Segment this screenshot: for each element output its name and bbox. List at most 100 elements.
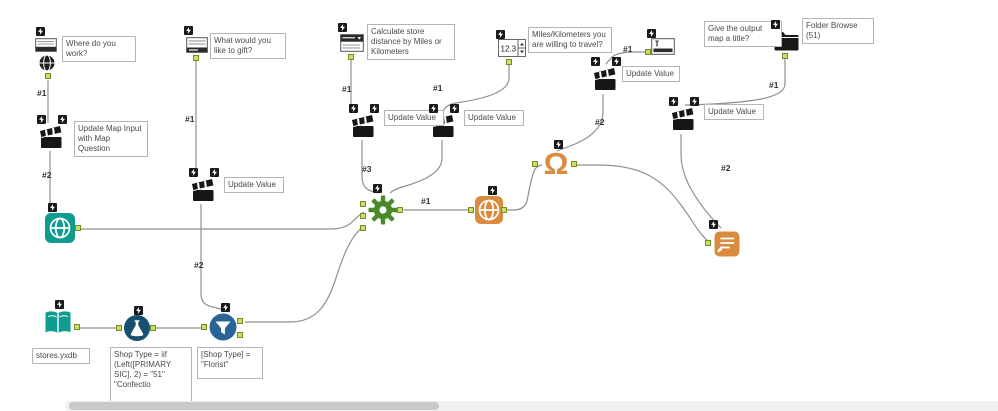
true-output-anchor[interactable] bbox=[237, 318, 243, 324]
connection-label: #2 bbox=[721, 163, 731, 173]
lightning-icon bbox=[189, 168, 198, 177]
connection-label: #2 bbox=[42, 170, 52, 180]
false-output-anchor[interactable] bbox=[237, 332, 243, 338]
question-anchor[interactable] bbox=[645, 49, 651, 55]
render-doc-icon[interactable] bbox=[712, 229, 742, 259]
annotation-title-update[interactable]: Update Value bbox=[622, 66, 680, 82]
annotation-formula[interactable]: Shop Type = iif (Left([PRIMARY SIC], 2) … bbox=[110, 347, 192, 404]
lightning-icon bbox=[221, 303, 230, 312]
annotation-title-question[interactable]: Give the output map a title? bbox=[704, 21, 782, 47]
report-map-icon[interactable] bbox=[474, 195, 504, 225]
input-anchor[interactable] bbox=[532, 161, 538, 167]
lightning-icon bbox=[349, 104, 358, 113]
annotation-travel-question[interactable]: Miles/Kilometers you are willing to trav… bbox=[528, 27, 612, 53]
wire-action-gear-b[interactable] bbox=[389, 140, 443, 194]
lightning-icon bbox=[58, 115, 67, 124]
input-anchor[interactable] bbox=[468, 207, 474, 213]
annotation-update-map-action[interactable]: Update Map Input with Map Question bbox=[74, 121, 148, 157]
annotation-gift-update[interactable]: Update Value bbox=[224, 177, 284, 193]
lightning-icon bbox=[338, 23, 347, 32]
globe-icon[interactable] bbox=[38, 54, 56, 72]
question-anchor[interactable] bbox=[45, 73, 51, 79]
annotation-input-data[interactable]: stores.yxdb bbox=[32, 348, 90, 364]
macro-gear-icon[interactable] bbox=[366, 193, 400, 227]
output-anchor[interactable] bbox=[74, 324, 80, 330]
dropdown-question-icon[interactable] bbox=[340, 34, 364, 52]
lightning-icon bbox=[554, 140, 563, 149]
connection-label: #1 bbox=[342, 84, 352, 94]
output-anchor[interactable] bbox=[150, 325, 156, 331]
annotation-distance-question[interactable]: Calculate store distance by Miles or Kil… bbox=[367, 24, 455, 60]
output-anchor[interactable] bbox=[571, 161, 577, 167]
input-anchor[interactable] bbox=[116, 325, 122, 331]
map-input-tool-icon[interactable] bbox=[44, 212, 76, 244]
output-update-action-icon[interactable] bbox=[670, 106, 696, 132]
annotation-distance-update[interactable]: Update Value bbox=[384, 110, 444, 126]
wire-textbox-action[interactable] bbox=[605, 51, 649, 65]
annotation-folder-browse[interactable]: Folder Browse (51) bbox=[802, 18, 874, 44]
legend-tool-icon[interactable]: Ω bbox=[543, 146, 569, 181]
lightning-icon bbox=[612, 57, 621, 66]
connection-label: #3 bbox=[362, 164, 372, 174]
lightning-icon bbox=[647, 29, 656, 38]
wire-numeric-action[interactable] bbox=[442, 60, 510, 113]
textbox-question-icon[interactable] bbox=[651, 38, 675, 55]
wire-map-legend[interactable] bbox=[504, 164, 543, 211]
connection-label: #1 bbox=[37, 88, 47, 98]
wire-action-filter[interactable] bbox=[200, 204, 222, 310]
distance-update-action-icon[interactable] bbox=[350, 113, 376, 139]
annotation-travel-update[interactable]: Update Value bbox=[464, 110, 524, 126]
lightning-icon bbox=[36, 27, 45, 36]
input-anchor[interactable] bbox=[705, 240, 711, 246]
lightning-icon bbox=[48, 203, 57, 212]
title-update-action-icon[interactable] bbox=[592, 66, 618, 92]
annotation-gift-question[interactable]: What would you like to gift? bbox=[210, 33, 286, 59]
input-anchor[interactable] bbox=[201, 324, 207, 330]
map-question-window-icon[interactable] bbox=[35, 38, 57, 52]
wire-action-gear-a[interactable] bbox=[361, 140, 380, 194]
lightning-icon bbox=[591, 57, 600, 66]
wire-legend-render[interactable] bbox=[577, 164, 710, 243]
wire-action-legend[interactable] bbox=[556, 94, 604, 152]
lightning-icon bbox=[370, 104, 379, 113]
wire-filter-gear[interactable] bbox=[245, 226, 364, 323]
input-anchor[interactable] bbox=[360, 201, 366, 207]
lightning-icon bbox=[429, 104, 438, 113]
input-anchor[interactable] bbox=[360, 213, 366, 219]
filter-funnel-icon[interactable] bbox=[207, 311, 239, 343]
lightning-icon bbox=[184, 26, 193, 35]
connection-label: #1 bbox=[421, 196, 431, 206]
numeric-value[interactable]: 12.3 bbox=[501, 45, 517, 54]
numeric-updown-icon[interactable]: 12.3 bbox=[498, 39, 526, 57]
question-anchor[interactable] bbox=[506, 59, 512, 65]
lightning-icon bbox=[488, 186, 497, 195]
update-map-action-icon[interactable] bbox=[38, 124, 64, 150]
horizontal-scrollbar-thumb[interactable] bbox=[69, 402, 439, 410]
connection-label: #1 bbox=[185, 114, 195, 124]
input-data-book-icon[interactable] bbox=[42, 307, 74, 339]
input-anchor[interactable] bbox=[360, 225, 366, 231]
lightning-icon bbox=[496, 30, 505, 39]
annotation-where-question[interactable]: Where do you work? bbox=[62, 36, 136, 62]
horizontal-scrollbar-track[interactable] bbox=[66, 401, 998, 411]
annotation-output-update[interactable]: Update Value bbox=[704, 104, 764, 120]
wire-mapinput-gear[interactable] bbox=[79, 211, 365, 230]
question-anchor[interactable] bbox=[348, 54, 354, 60]
lightning-icon bbox=[690, 97, 699, 106]
question-anchor[interactable] bbox=[193, 55, 199, 61]
lightning-icon bbox=[37, 115, 46, 124]
lightning-icon bbox=[134, 306, 143, 315]
output-anchor[interactable] bbox=[397, 207, 403, 213]
annotation-filter[interactable]: [Shop Type] = "Florist" bbox=[197, 347, 263, 379]
lightning-icon bbox=[450, 104, 459, 113]
gift-update-action-icon[interactable] bbox=[190, 177, 216, 203]
question-anchor[interactable] bbox=[782, 53, 788, 59]
output-anchor[interactable] bbox=[501, 207, 507, 213]
listbox-question-icon[interactable] bbox=[186, 37, 208, 53]
connection-label: #1 bbox=[769, 80, 779, 90]
formula-flask-icon[interactable] bbox=[122, 313, 152, 343]
lightning-icon bbox=[771, 20, 780, 29]
output-anchor[interactable] bbox=[75, 225, 81, 231]
